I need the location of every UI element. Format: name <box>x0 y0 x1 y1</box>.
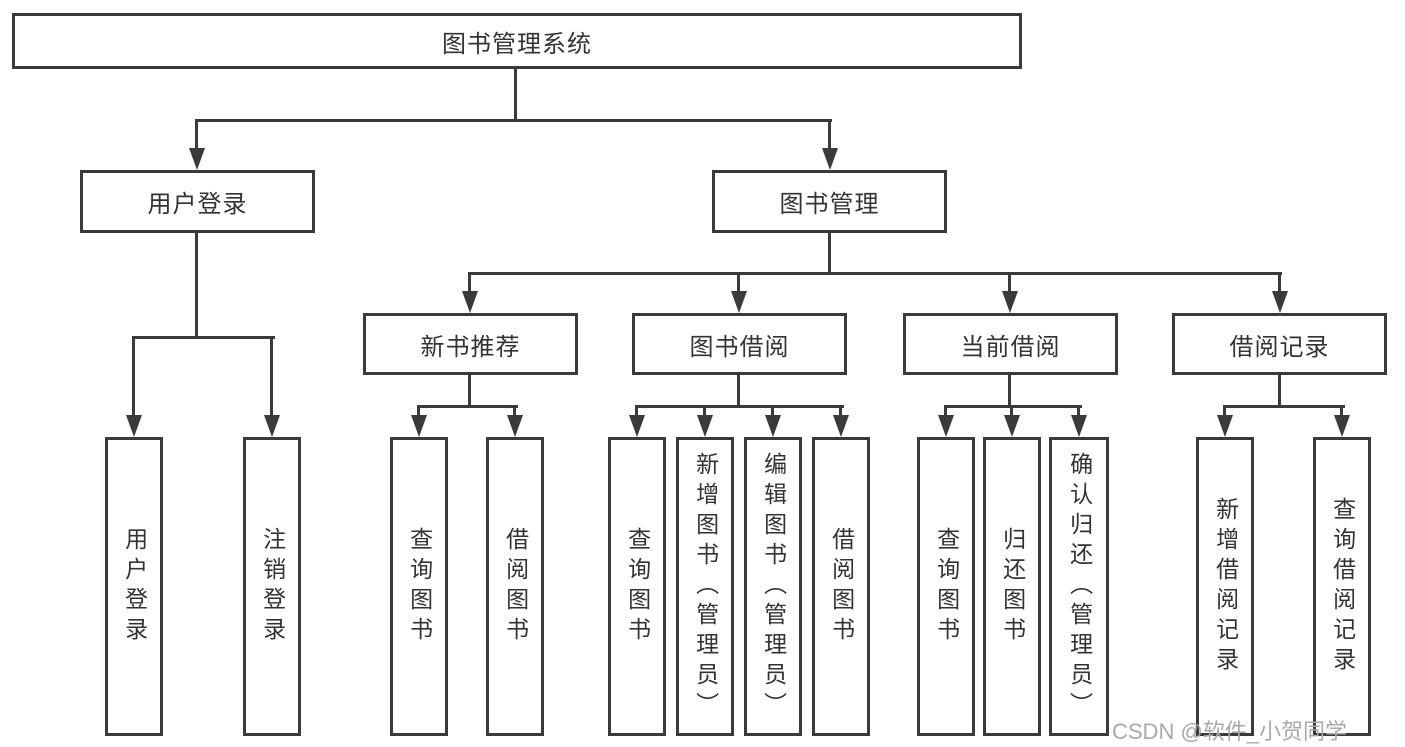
connector-l4-down <box>737 375 740 408</box>
leaf-label: 查询图书 <box>624 526 651 647</box>
leaf-add-borrow-record: 新增借阅记录 <box>1196 437 1254 736</box>
arrow-down-icon <box>189 148 205 170</box>
connector-l4-down <box>468 375 471 408</box>
connector-l4-down <box>1008 375 1011 408</box>
connector-leaf-stem <box>771 405 774 415</box>
connector-leaf-stem <box>417 405 420 415</box>
node-library-management-system: 图书管理系统 <box>12 13 1022 69</box>
connector-root-stem <box>514 69 517 122</box>
arrow-down-icon <box>1004 415 1020 437</box>
connector-bookmgmt-down <box>828 233 831 275</box>
arrow-down-icon <box>697 415 713 437</box>
leaf-return-books: 归还图书 <box>983 437 1041 736</box>
connector-leaf-stem <box>1010 405 1013 415</box>
connector-leaf-stem <box>132 336 135 415</box>
node-book-management: 图书管理 <box>712 170 947 233</box>
arrow-down-icon <box>1334 415 1350 437</box>
connector-userlogin-down <box>195 233 198 339</box>
leaf-user-login: 用户登录 <box>105 437 163 736</box>
connector-bookmgmt-stem <box>828 119 831 150</box>
node-current-borrowing: 当前借阅 <box>903 313 1118 375</box>
arrow-down-icon <box>1272 291 1288 313</box>
leaf-label: 确认归还（管理员） <box>1066 451 1093 722</box>
connector-userlogin-bar <box>132 336 275 339</box>
connector-leaf-stem <box>635 405 638 415</box>
leaf-label: 查询图书 <box>933 526 960 647</box>
leaf-add-book-admin: 新增图书（管理员） <box>676 437 734 736</box>
node-borrowing-records: 借阅记录 <box>1172 313 1387 375</box>
arrow-down-icon <box>731 291 747 313</box>
arrow-down-icon <box>765 415 781 437</box>
leaf-edit-book-admin: 编辑图书（管理员） <box>744 437 802 736</box>
arrow-down-icon <box>462 291 478 313</box>
connector-leaf-stem <box>1340 405 1343 415</box>
node-label: 图书管理 <box>779 191 880 218</box>
leaf-label: 新增图书（管理员） <box>692 451 719 722</box>
leaf-logout-login: 注销登录 <box>243 437 301 736</box>
connector-leaf-stem <box>513 405 516 415</box>
connector-l4-down <box>1278 375 1281 408</box>
leaf-label: 查询借阅记录 <box>1329 496 1356 677</box>
arrow-down-icon <box>629 415 645 437</box>
arrow-down-icon <box>822 148 838 170</box>
connector-leaf-stem <box>944 405 947 415</box>
leaf-label: 注销登录 <box>259 526 286 647</box>
node-label: 借阅记录 <box>1229 333 1330 361</box>
leaf-label: 查询图书 <box>406 526 433 647</box>
node-label: 新书推荐 <box>420 333 521 361</box>
connector-l3-stem <box>468 272 471 291</box>
arrow-down-icon <box>264 415 280 437</box>
node-label: 用户登录 <box>147 191 248 218</box>
leaf-label: 归还图书 <box>999 526 1026 647</box>
arrow-down-icon <box>833 415 849 437</box>
arrow-down-icon <box>1071 415 1087 437</box>
connector-l4-bar <box>1223 405 1345 408</box>
arrow-down-icon <box>1217 415 1233 437</box>
leaf-borrow-books-borrowing: 借阅图书 <box>812 437 870 736</box>
connector-leaf-stem <box>1223 405 1226 415</box>
leaf-query-books-current: 查询图书 <box>917 437 975 736</box>
arrow-down-icon <box>1002 291 1018 313</box>
node-label: 图书借阅 <box>689 333 790 361</box>
leaf-borrow-books-recommend: 借阅图书 <box>486 437 544 736</box>
node-label: 当前借阅 <box>960 333 1061 361</box>
arrow-down-icon <box>126 415 142 437</box>
csdn-watermark: CSDN @软件_小贺同学 <box>1112 719 1348 744</box>
connector-leaf-stem <box>1077 405 1080 415</box>
node-new-book-recommend: 新书推荐 <box>363 313 578 375</box>
leaf-label: 新增借阅记录 <box>1212 496 1239 677</box>
node-user-login: 用户登录 <box>80 170 315 233</box>
leaf-label: 借阅图书 <box>502 526 529 647</box>
connector-l3-stem <box>1008 272 1011 291</box>
connector-leaf-stem <box>839 405 842 415</box>
connector-leaf-stem <box>270 336 273 415</box>
leaf-label: 用户登录 <box>121 526 148 647</box>
connector-userlogin-stem <box>195 119 198 150</box>
connector-bookmgmt-bar <box>468 272 1282 275</box>
arrow-down-icon <box>507 415 523 437</box>
leaf-query-books-recommend: 查询图书 <box>390 437 448 736</box>
node-label: 图书管理系统 <box>442 30 592 58</box>
leaf-label: 编辑图书（管理员） <box>760 451 787 722</box>
leaf-confirm-return-admin: 确认归还（管理员） <box>1049 437 1109 736</box>
node-book-borrowing: 图书借阅 <box>632 313 847 375</box>
leaf-label: 借阅图书 <box>828 526 855 647</box>
connector-l4-bar <box>944 405 1082 408</box>
connector-root-bar <box>195 119 832 122</box>
leaf-query-books-borrowing: 查询图书 <box>608 437 666 736</box>
arrow-down-icon <box>938 415 954 437</box>
connector-l3-stem <box>1278 272 1281 291</box>
connector-leaf-stem <box>703 405 706 415</box>
connector-l4-bar <box>417 405 518 408</box>
connector-l3-stem <box>737 272 740 291</box>
connector-l4-bar <box>635 405 844 408</box>
leaf-query-borrow-record: 查询借阅记录 <box>1313 437 1371 736</box>
arrow-down-icon <box>411 415 427 437</box>
